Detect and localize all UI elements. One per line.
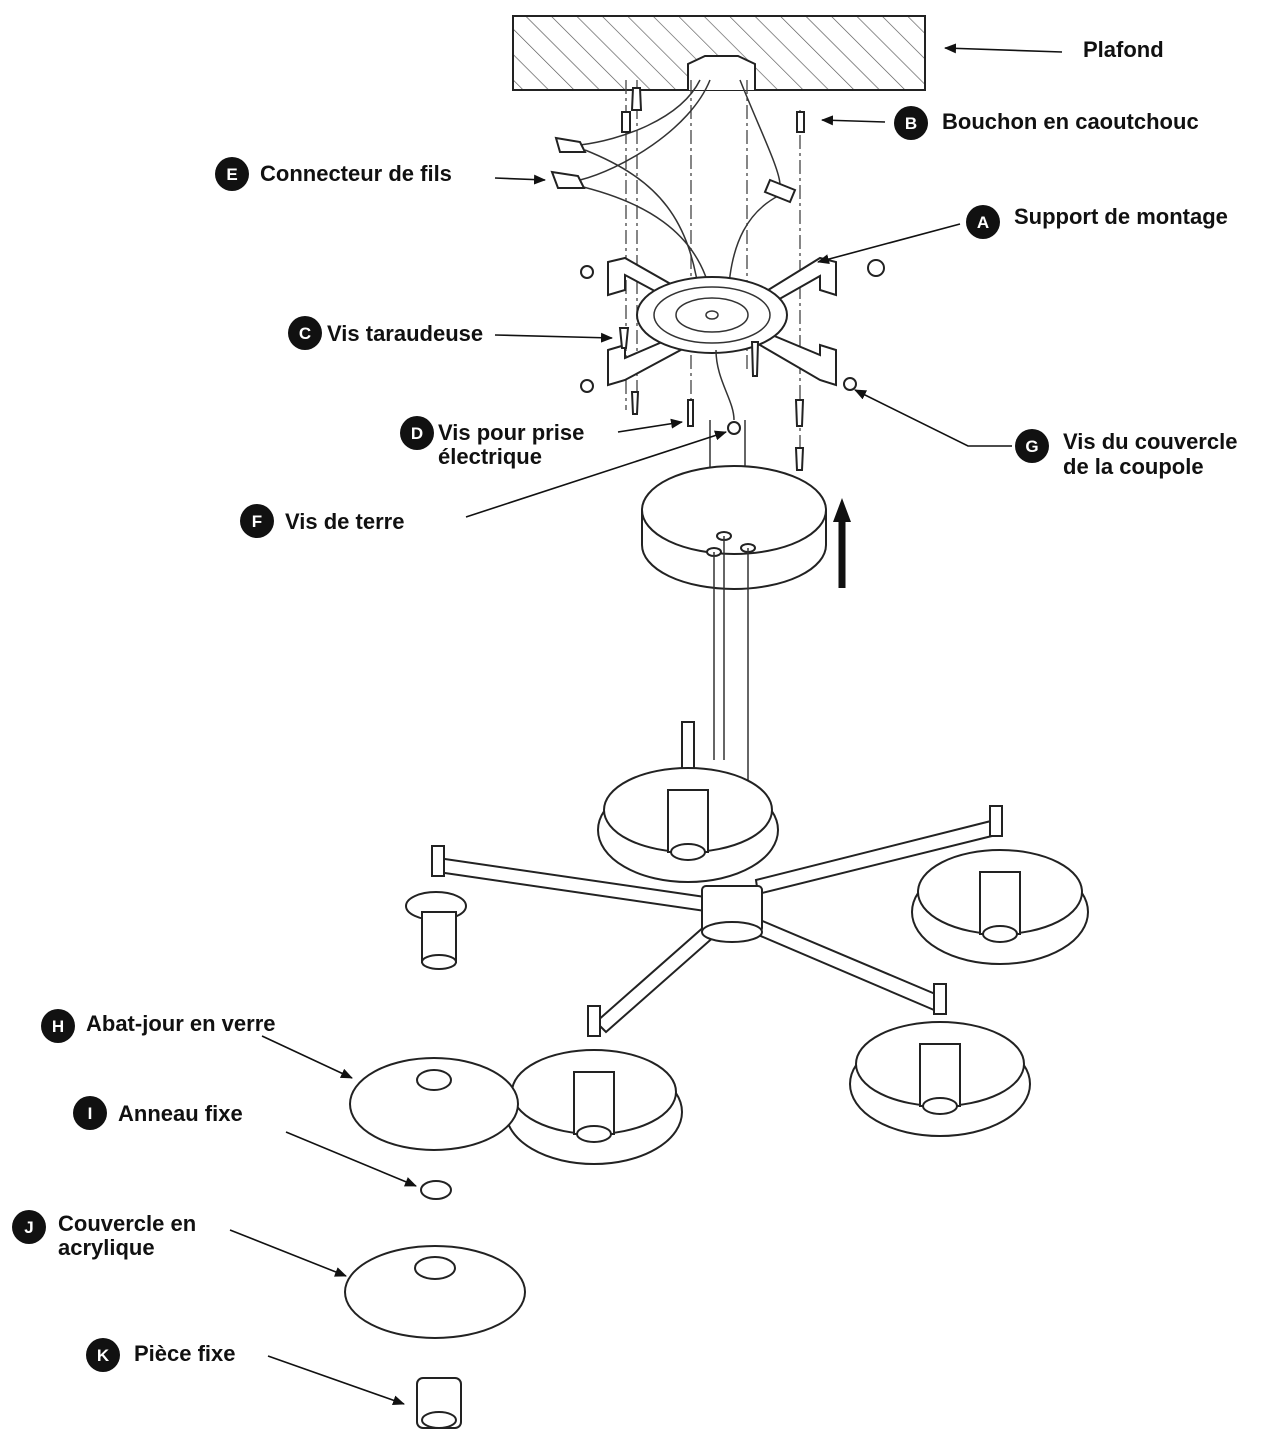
svg-text:E: E <box>226 165 237 184</box>
label-c: C Vis taraudeuse <box>288 316 483 350</box>
svg-text:A: A <box>977 213 989 232</box>
svg-text:Vis de terre: Vis de terre <box>285 509 404 534</box>
svg-text:Pièce fixe: Pièce fixe <box>134 1341 236 1366</box>
fixture-arms <box>431 721 1003 1037</box>
svg-text:B: B <box>905 114 917 133</box>
label-g: G Vis du couvercle de la coupole <box>1015 429 1237 479</box>
svg-text:C: C <box>299 324 311 343</box>
canopy-part <box>641 420 827 590</box>
rubber-plug-parts <box>621 87 805 133</box>
bare-socket-left <box>405 891 467 970</box>
svg-text:Connecteur de fils: Connecteur de fils <box>260 161 452 186</box>
badge-c <box>288 316 322 350</box>
lamp-head-right <box>911 849 1089 965</box>
svg-text:acrylique: acrylique <box>58 1235 155 1260</box>
fixing-piece-part <box>416 1377 462 1429</box>
ceiling-wires <box>574 79 781 301</box>
label-a: A Support de montage <box>966 204 1228 239</box>
svg-text:de la coupole: de la coupole <box>1063 454 1204 479</box>
glass-shade-part <box>349 1057 519 1151</box>
label-b: B Bouchon en caoutchouc <box>894 106 1199 140</box>
badge-g <box>1015 429 1049 463</box>
up-arrow-icon <box>833 498 851 588</box>
svg-text:Support de montage: Support de montage <box>1014 204 1228 229</box>
badge-i <box>73 1096 107 1130</box>
svg-text:Vis taraudeuse: Vis taraudeuse <box>327 321 483 346</box>
svg-text:Vis pour prise: Vis pour prise <box>438 420 584 445</box>
fixing-ring-part <box>420 1180 452 1200</box>
svg-text:Abat-jour en verre: Abat-jour en verre <box>86 1011 276 1036</box>
lamp-head-front-right <box>849 1021 1031 1137</box>
svg-text:G: G <box>1025 437 1038 456</box>
label-e: E Connecteur de fils <box>215 157 452 191</box>
label-k: K Pièce fixe <box>86 1338 236 1372</box>
svg-text:F: F <box>252 512 262 531</box>
ceiling-block <box>512 15 926 91</box>
label-d: D Vis pour prise électrique <box>400 416 584 469</box>
label-ceiling: Plafond <box>1083 37 1164 62</box>
label-i: I Anneau fixe <box>73 1096 243 1130</box>
badge-k <box>86 1338 120 1372</box>
lamp-head-top <box>597 767 779 883</box>
suspension-rods <box>713 536 749 790</box>
label-j: J Couvercle en acrylique <box>12 1210 196 1260</box>
svg-text:I: I <box>88 1104 93 1123</box>
svg-text:Bouchon en caoutchouc: Bouchon en caoutchouc <box>942 109 1199 134</box>
badge-j <box>12 1210 46 1244</box>
lamp-head-front-left <box>505 1049 683 1165</box>
mounting-bracket <box>607 256 837 387</box>
svg-text:Vis du couvercle: Vis du couvercle <box>1063 429 1237 454</box>
svg-text:J: J <box>24 1218 33 1237</box>
svg-text:H: H <box>52 1017 64 1036</box>
badge-d <box>400 416 434 450</box>
badge-f <box>240 504 274 538</box>
svg-text:Couvercle en: Couvercle en <box>58 1211 196 1236</box>
svg-text:Plafond: Plafond <box>1083 37 1164 62</box>
svg-text:électrique: électrique <box>438 444 542 469</box>
badge-b <box>894 106 928 140</box>
svg-text:Anneau fixe: Anneau fixe <box>118 1101 243 1126</box>
acrylic-cover-part <box>344 1245 526 1339</box>
badge-h <box>41 1009 75 1043</box>
badge-e <box>215 157 249 191</box>
screw-parts <box>580 259 885 471</box>
svg-text:K: K <box>97 1346 110 1365</box>
leader-lines <box>229 43 1063 1406</box>
svg-text:D: D <box>411 424 423 443</box>
badge-a <box>966 205 1000 239</box>
wire-connector-parts <box>550 136 797 204</box>
label-f: F Vis de terre <box>240 504 404 538</box>
label-h: H Abat-jour en verre <box>41 1009 276 1043</box>
